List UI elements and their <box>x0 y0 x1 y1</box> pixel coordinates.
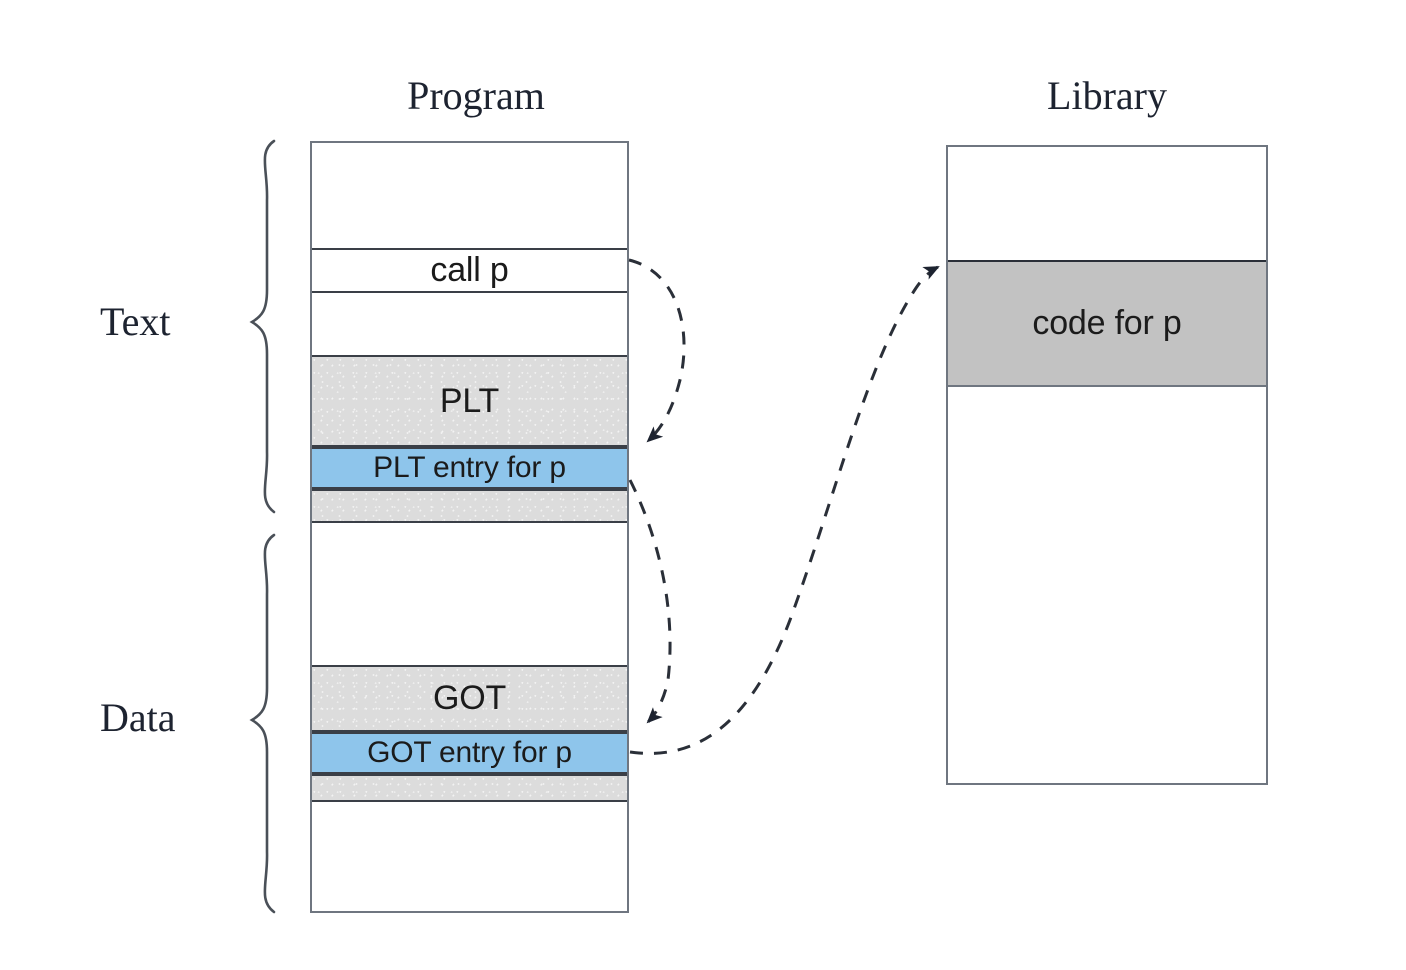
arrow-plt-entry-to-got-entry <box>628 479 672 724</box>
code-for-p-label: code for p <box>1032 304 1182 342</box>
program-row-empty-gap <box>312 523 627 665</box>
arrow-got-entry-to-code-for-p <box>629 265 940 755</box>
library-column-title: Library <box>1047 73 1167 118</box>
arrow-call-p-to-plt-entry <box>628 258 686 443</box>
plt-label: PLT <box>439 381 500 420</box>
program-row-got-entry: GOT entry for p <box>312 732 627 774</box>
library-row-empty-top <box>948 147 1266 260</box>
program-row-plt-tail <box>312 489 627 523</box>
program-row-empty-bottom <box>312 802 627 911</box>
library-row-code-for-p: code for p <box>948 260 1266 387</box>
program-row-plt-entry: PLT entry for p <box>312 447 627 489</box>
segment-label-data: Data <box>100 695 176 740</box>
library-memory-box: code for p <box>946 145 1268 785</box>
program-row-empty-mid <box>312 293 627 355</box>
program-memory-box: call p PLT PLT entry for p GOT GOT entry… <box>310 141 629 913</box>
data-segment-brace <box>249 533 276 914</box>
program-row-plt: PLT <box>312 355 627 447</box>
call-p-label: call p <box>430 251 509 289</box>
plt-entry-label: PLT entry for p <box>373 451 566 484</box>
program-row-got-tail <box>312 774 627 802</box>
program-row-got: GOT <box>312 665 627 732</box>
text-segment-brace <box>249 139 276 514</box>
library-row-empty-bottom <box>948 387 1266 783</box>
got-label: GOT <box>432 679 507 717</box>
program-column-title: Program <box>407 73 545 118</box>
segment-label-text: Text <box>100 299 171 344</box>
got-entry-label: GOT entry for p <box>367 736 572 769</box>
program-row-empty-top <box>312 143 627 248</box>
program-row-call-p: call p <box>312 248 627 293</box>
